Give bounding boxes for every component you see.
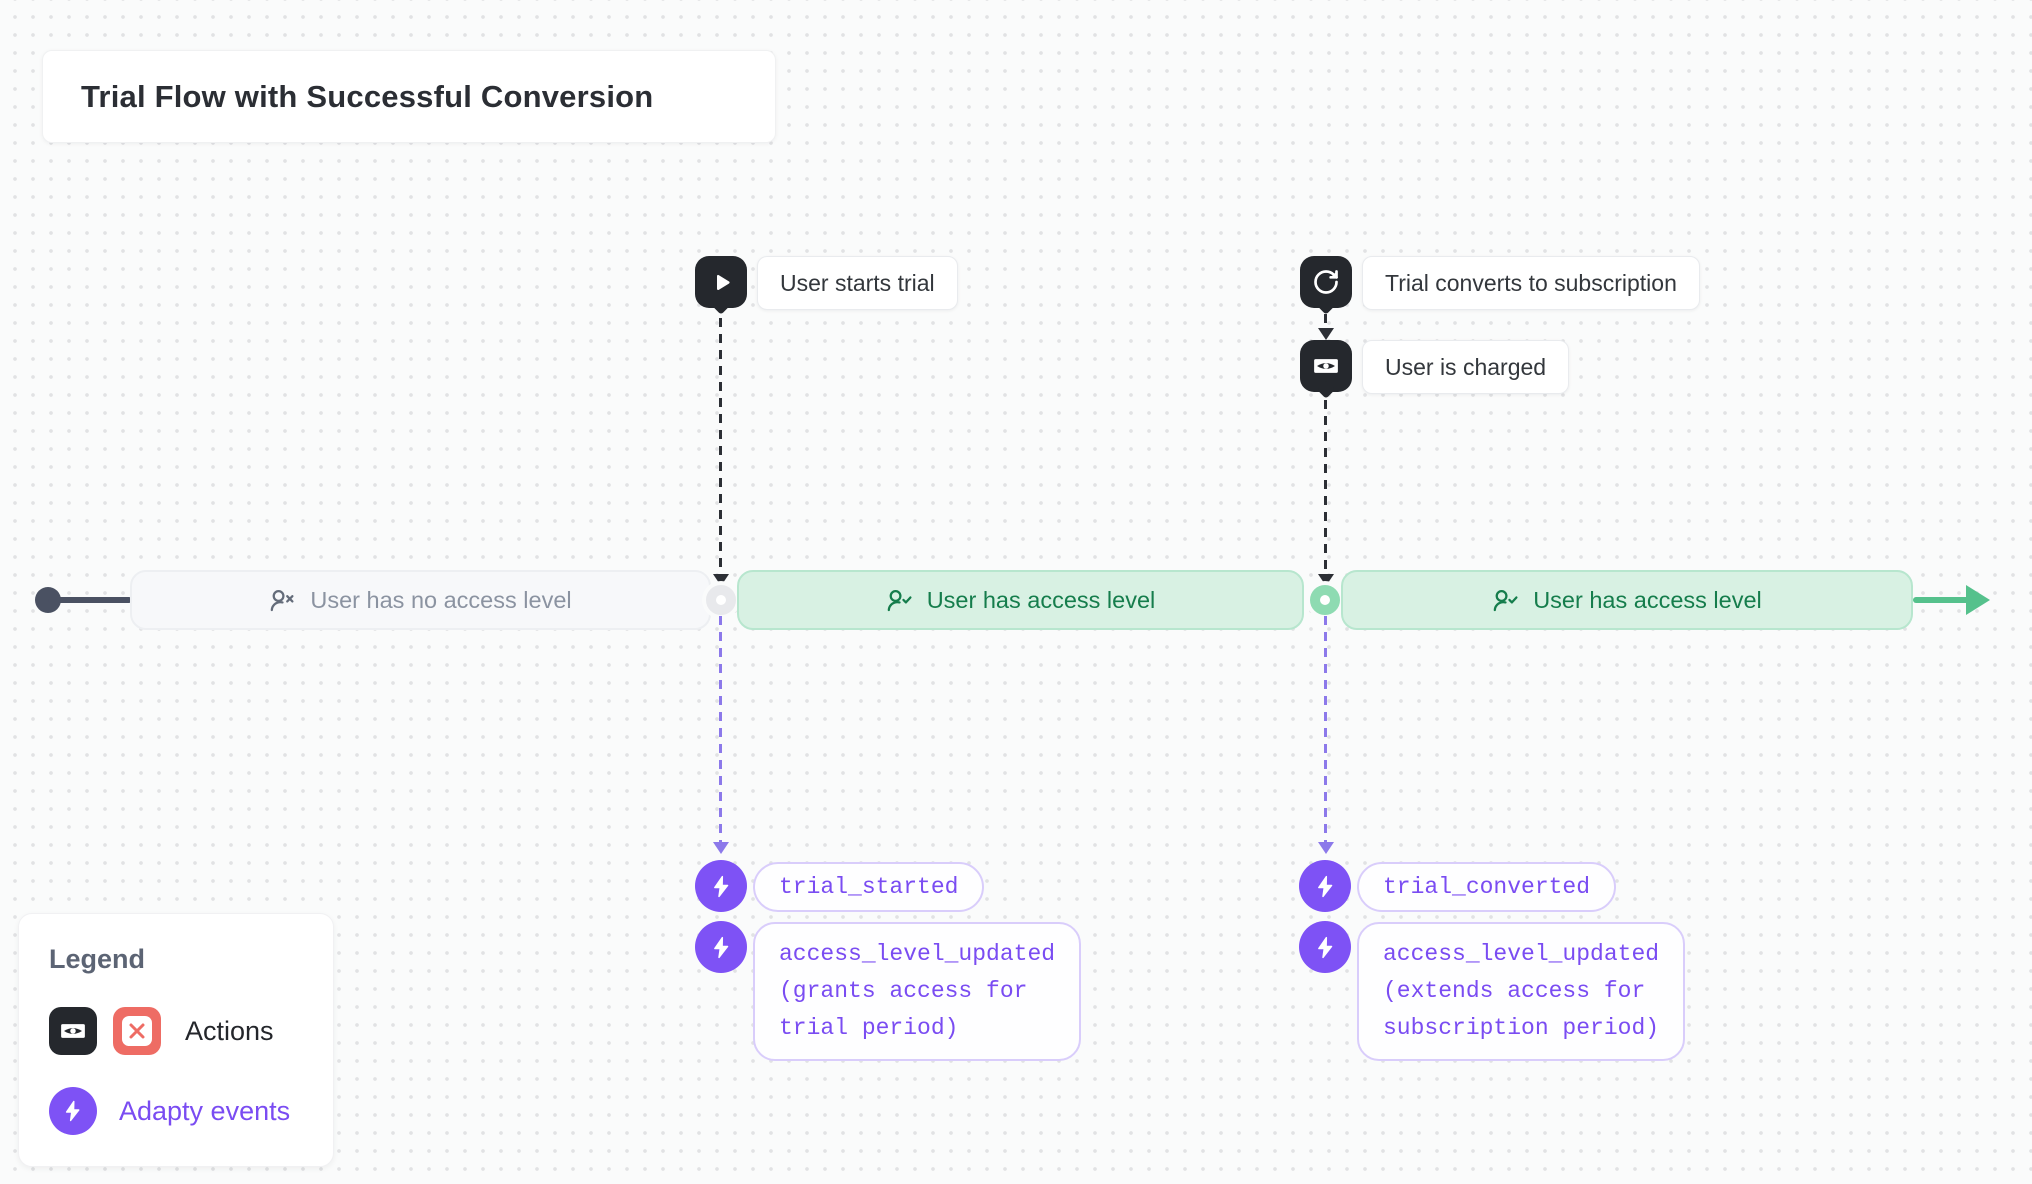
legend-card: Legend Actions Adapty events [18, 913, 334, 1167]
user-check-icon [887, 589, 912, 611]
arrowhead-down [1318, 328, 1334, 340]
action-label-user-is-charged: User is charged [1362, 340, 1570, 394]
bolt-icon [695, 921, 747, 973]
dashed-line-to-trial-started [719, 616, 722, 844]
event-trial-converted: trial_converted [1357, 862, 1617, 912]
x-square-inner [122, 1016, 152, 1046]
arrowhead-down [1318, 574, 1334, 586]
legend-actions-label: Actions [185, 1015, 274, 1046]
icon-tail [1316, 296, 1336, 315]
legend-row-adapty-events: Adapty events [49, 1087, 303, 1135]
refresh-icon [1300, 256, 1352, 315]
bolt-glyph [1317, 936, 1332, 958]
event-access-level-updated-trial: access_level_updated (grants access for … [753, 922, 1082, 1061]
icon-tail [1316, 380, 1336, 399]
banknote-icon [49, 1007, 97, 1055]
event-access-level-updated-subscription: access_level_updated (extends access for… [1357, 922, 1686, 1061]
state-has-access-level-trial: User has access level [737, 570, 1304, 630]
state-label: User has access level [1533, 586, 1762, 613]
user-x-icon [271, 589, 294, 611]
action-label-trial-converts: Trial converts to subscription [1362, 256, 1700, 310]
refresh-glyph [1314, 270, 1338, 294]
arrowhead-down [713, 574, 729, 586]
legend-adapty-events-label: Adapty events [119, 1095, 291, 1126]
state-has-access-level-subscription: User has access level [1341, 570, 1913, 630]
bolt-glyph [713, 936, 728, 958]
banknote-glyph [61, 1024, 85, 1038]
action-label-text: User starts trial [780, 269, 935, 296]
state-label: User has no access level [310, 586, 572, 613]
state-no-access-level: User has no access level [130, 570, 711, 630]
x-glyph [129, 1023, 145, 1039]
play-glyph [716, 274, 730, 290]
banknote-icon [1300, 340, 1352, 399]
timeline-connector [706, 585, 736, 615]
event-label: trial_started [779, 874, 959, 900]
play-icon [695, 256, 747, 315]
timeline-start-line [48, 597, 132, 603]
timeline-connector [1310, 585, 1340, 615]
banknote-glyph [1314, 359, 1338, 373]
dashed-connector-refresh-to-charge [1324, 314, 1327, 330]
diagram-title-card: Trial Flow with Successful Conversion [42, 50, 776, 143]
bolt-icon [1299, 860, 1351, 912]
dashed-line-start-trial [719, 318, 722, 576]
x-square-icon [113, 1007, 161, 1055]
dashed-line-to-trial-converted [1324, 616, 1327, 844]
arrowhead-down-purple [1318, 842, 1334, 854]
action-label-text: Trial converts to subscription [1385, 269, 1677, 296]
bolt-icon [49, 1087, 97, 1135]
legend-title: Legend [49, 944, 146, 974]
bolt-icon [1299, 921, 1351, 973]
user-check-icon [1493, 589, 1518, 611]
legend-row-actions: Actions [49, 1007, 303, 1055]
dashed-line-charge [1324, 400, 1327, 576]
timeline-end-arrowhead [1966, 585, 1990, 615]
bolt-glyph [713, 875, 728, 897]
action-label-text: User is charged [1385, 353, 1547, 380]
event-label: access_level_updated (grants access for … [779, 941, 1056, 1041]
bolt-glyph [65, 1100, 80, 1122]
action-label-user-starts-trial: User starts trial [757, 256, 958, 310]
bolt-icon [695, 860, 747, 912]
page-title: Trial Flow with Successful Conversion [81, 78, 654, 114]
bolt-glyph [1317, 875, 1332, 897]
event-trial-started: trial_started [753, 862, 985, 912]
arrowhead-down-purple [713, 842, 729, 854]
timeline-end-line [1913, 597, 1970, 603]
state-label: User has access level [926, 586, 1156, 613]
icon-tail [711, 296, 731, 315]
event-label: trial_converted [1383, 874, 1591, 900]
event-label: access_level_updated (extends access for… [1383, 941, 1660, 1041]
